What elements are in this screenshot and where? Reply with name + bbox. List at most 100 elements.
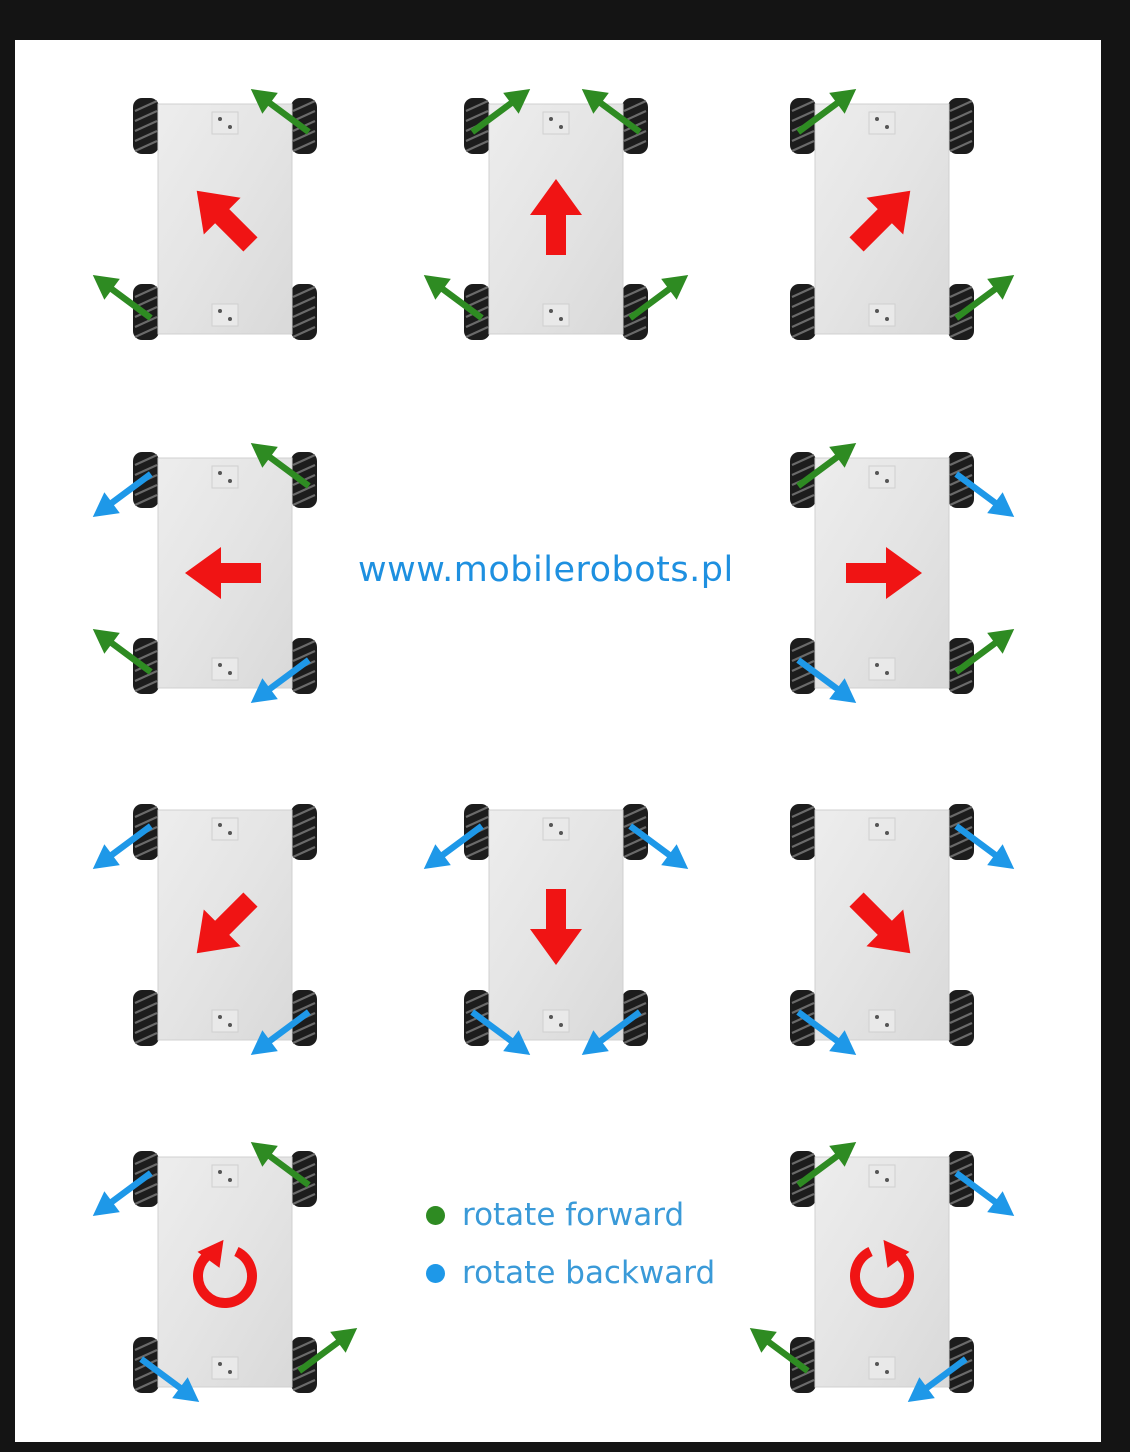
screw	[875, 1015, 879, 1019]
screw	[559, 1023, 563, 1027]
robot-plate	[814, 1156, 950, 1388]
wheel-forward-arrow-icon	[628, 275, 689, 321]
screw	[218, 1015, 222, 1019]
rotate-counterclockwise-icon	[193, 1239, 257, 1308]
screw	[875, 823, 879, 827]
wheel	[948, 98, 974, 154]
screw	[218, 117, 222, 121]
screw	[549, 309, 553, 313]
backward-dot-icon	[426, 1263, 445, 1283]
screw	[218, 663, 222, 667]
mount-block	[211, 657, 239, 681]
screw	[549, 823, 553, 827]
motion-arrow-icon	[196, 190, 258, 252]
mount-block	[868, 303, 896, 327]
mount-block	[542, 1009, 570, 1033]
legend-label: rotate backward	[462, 1255, 716, 1291]
wheel-forward-arrow-icon	[581, 89, 642, 135]
screw	[885, 479, 889, 483]
wheel	[790, 804, 816, 860]
wheel-backward-arrow-icon	[954, 471, 1015, 517]
wheel	[948, 1337, 974, 1393]
screw	[885, 125, 889, 129]
wheel-forward-arrow-icon	[250, 1142, 311, 1188]
wheel-backward-arrow-icon	[423, 823, 484, 869]
mount-block	[211, 1009, 239, 1033]
motion-arrow-icon	[185, 547, 261, 599]
screw	[875, 309, 879, 313]
wheel-backward-arrow-icon	[796, 1009, 857, 1055]
website-url: www.mobilerobots.pl	[358, 550, 734, 590]
mount-block	[542, 111, 570, 135]
robot-backward	[423, 804, 689, 1055]
screw	[228, 1178, 232, 1182]
robot-forward-left	[92, 89, 317, 340]
screw	[228, 671, 232, 675]
wheel	[133, 98, 159, 154]
screw	[875, 471, 879, 475]
screw	[228, 125, 232, 129]
mount-block	[542, 303, 570, 327]
screw	[875, 663, 879, 667]
mount-block	[868, 1009, 896, 1033]
wheel-backward-arrow-icon	[470, 1009, 531, 1055]
motion-arrow-icon	[846, 547, 922, 599]
mount-block	[868, 817, 896, 841]
wheel-backward-arrow-icon	[954, 1170, 1015, 1216]
wheel-backward-arrow-icon	[92, 823, 153, 869]
mount-block	[542, 817, 570, 841]
mount-block	[211, 465, 239, 489]
legend-item-forward: rotate forward	[426, 1186, 715, 1244]
wheel-forward-arrow-icon	[250, 443, 311, 489]
screw	[559, 125, 563, 129]
mount-block	[211, 111, 239, 135]
screw	[218, 471, 222, 475]
mount-block	[211, 817, 239, 841]
screw	[218, 1170, 222, 1174]
wheel	[133, 990, 159, 1046]
robot-backward-left	[92, 804, 317, 1055]
screw	[218, 309, 222, 313]
wheel-forward-arrow-icon	[470, 89, 531, 135]
wheel-backward-arrow-icon	[796, 657, 857, 703]
screw	[559, 831, 563, 835]
wheel	[291, 804, 317, 860]
screw	[228, 1370, 232, 1374]
screw	[228, 479, 232, 483]
wheel-backward-arrow-icon	[92, 471, 153, 517]
screw	[885, 1370, 889, 1374]
wheel-forward-arrow-icon	[297, 1328, 358, 1374]
screw	[875, 117, 879, 121]
wheel-forward-arrow-icon	[92, 629, 153, 675]
wheel	[948, 990, 974, 1046]
screw	[228, 1023, 232, 1027]
wheel-forward-arrow-icon	[92, 275, 153, 321]
mount-block	[211, 303, 239, 327]
robot-forward	[423, 89, 689, 340]
screw	[549, 1015, 553, 1019]
motion-arrow-icon	[530, 179, 582, 255]
robot-backward-right	[790, 804, 1015, 1055]
wheel	[790, 452, 816, 508]
screw	[228, 317, 232, 321]
wheel-forward-arrow-icon	[954, 275, 1015, 321]
wheel-forward-arrow-icon	[796, 443, 857, 489]
screw	[885, 831, 889, 835]
screw	[885, 1178, 889, 1182]
wheel-forward-arrow-icon	[250, 89, 311, 135]
motion-arrow-icon	[530, 889, 582, 965]
legend-label: rotate forward	[462, 1197, 685, 1233]
wheel-forward-arrow-icon	[954, 629, 1015, 675]
screw	[885, 671, 889, 675]
mount-block	[868, 1164, 896, 1188]
wheel-forward-arrow-icon	[796, 1142, 857, 1188]
forward-dot-icon	[426, 1205, 445, 1225]
wheel-backward-arrow-icon	[250, 1009, 311, 1055]
mount-block	[868, 111, 896, 135]
motion-arrow-icon	[849, 892, 911, 954]
screw	[559, 317, 563, 321]
wheel-backward-arrow-icon	[954, 823, 1015, 869]
screw	[885, 1023, 889, 1027]
mount-block	[211, 1356, 239, 1380]
